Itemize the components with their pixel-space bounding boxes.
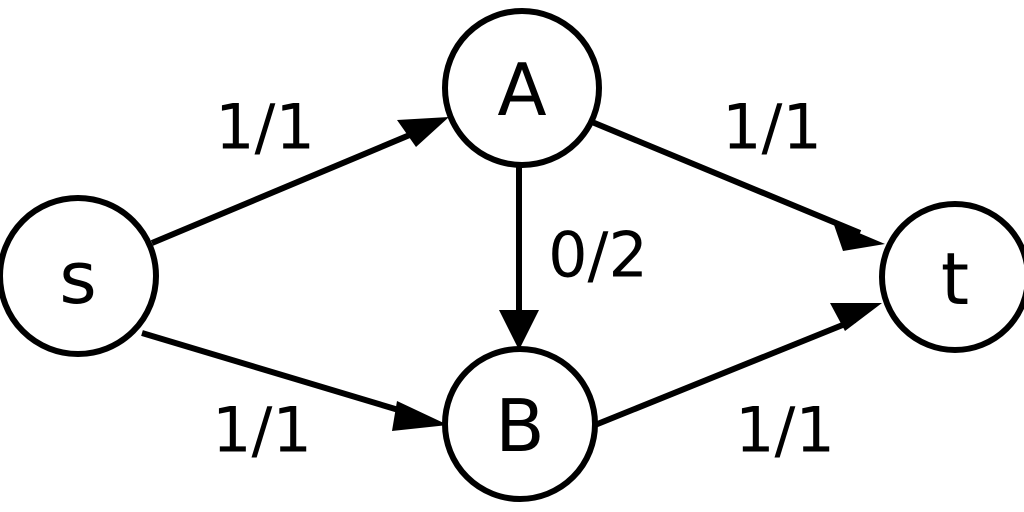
node-s[interactable]: s — [0, 195, 159, 357]
edge-A-to-B-label: 0/2 — [548, 219, 648, 292]
node-s-label: s — [59, 236, 97, 320]
edge-B-to-t: 1/1 — [593, 303, 882, 467]
edge-s-to-A-arrowhead — [397, 117, 449, 147]
edge-s-to-B: 1/1 — [141, 330, 448, 467]
edge-A-to-t-arrowhead — [833, 222, 885, 251]
node-B[interactable]: B — [442, 346, 598, 502]
edge-s-to-A-line — [150, 126, 426, 246]
edge-s-to-B-label: 1/1 — [212, 394, 312, 467]
node-t[interactable]: t — [879, 201, 1024, 353]
node-B-circle[interactable] — [442, 346, 598, 502]
edge-A-to-B: 0/2 — [499, 164, 648, 350]
edge-A-to-t-line — [590, 119, 862, 236]
node-B-label: B — [495, 384, 544, 468]
edge-s-to-B-arrowhead — [392, 401, 448, 431]
edge-s-to-A: 1/1 — [150, 91, 449, 246]
edge-B-to-t-label: 1/1 — [735, 394, 835, 467]
node-A[interactable]: A — [442, 8, 602, 168]
edge-s-to-A-label: 1/1 — [215, 91, 315, 164]
node-A-circle[interactable] — [442, 8, 602, 168]
edge-A-to-B-arrowhead — [499, 310, 539, 350]
node-s-circle[interactable] — [0, 195, 159, 357]
node-t-label: t — [941, 237, 969, 321]
node-t-circle[interactable] — [879, 201, 1024, 353]
edge-B-to-t-arrowhead — [830, 303, 882, 331]
edge-B-to-t-line — [593, 317, 857, 428]
edge-A-to-t: 1/1 — [590, 91, 885, 251]
edge-A-to-t-label: 1/1 — [722, 91, 822, 164]
node-A-label: A — [497, 48, 546, 132]
edge-s-to-B-line — [141, 330, 413, 417]
